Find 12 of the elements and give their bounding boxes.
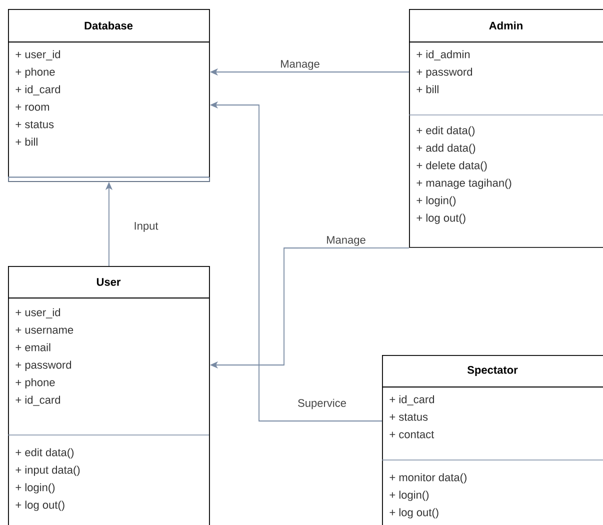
attribute-list: + user_id + phone + id_card + room + status + bill bbox=[16, 50, 60, 146]
attribute-list: + user_id + username + email + password + phone + id_card bbox=[16, 308, 74, 406]
attribute-list: + id_card + status + contact bbox=[390, 395, 434, 438]
edge-label: Input bbox=[132, 221, 160, 233]
edge-label: Supervice bbox=[296, 398, 348, 410]
edge-label: Manage bbox=[325, 235, 367, 247]
empty-compartment bbox=[8, 177, 210, 182]
method-list: + edit data() + input data() + login() + log out() bbox=[16, 448, 80, 511]
attribute-list: + id_admin + password + bill bbox=[416, 50, 472, 94]
method-list: + edit data() + add data() + delete data() + manage tagihan() + login() + log out() bbox=[416, 126, 512, 224]
edge-label: Manage bbox=[279, 59, 321, 71]
method-list: + monitor data() + login() + log out() bbox=[390, 473, 466, 518]
